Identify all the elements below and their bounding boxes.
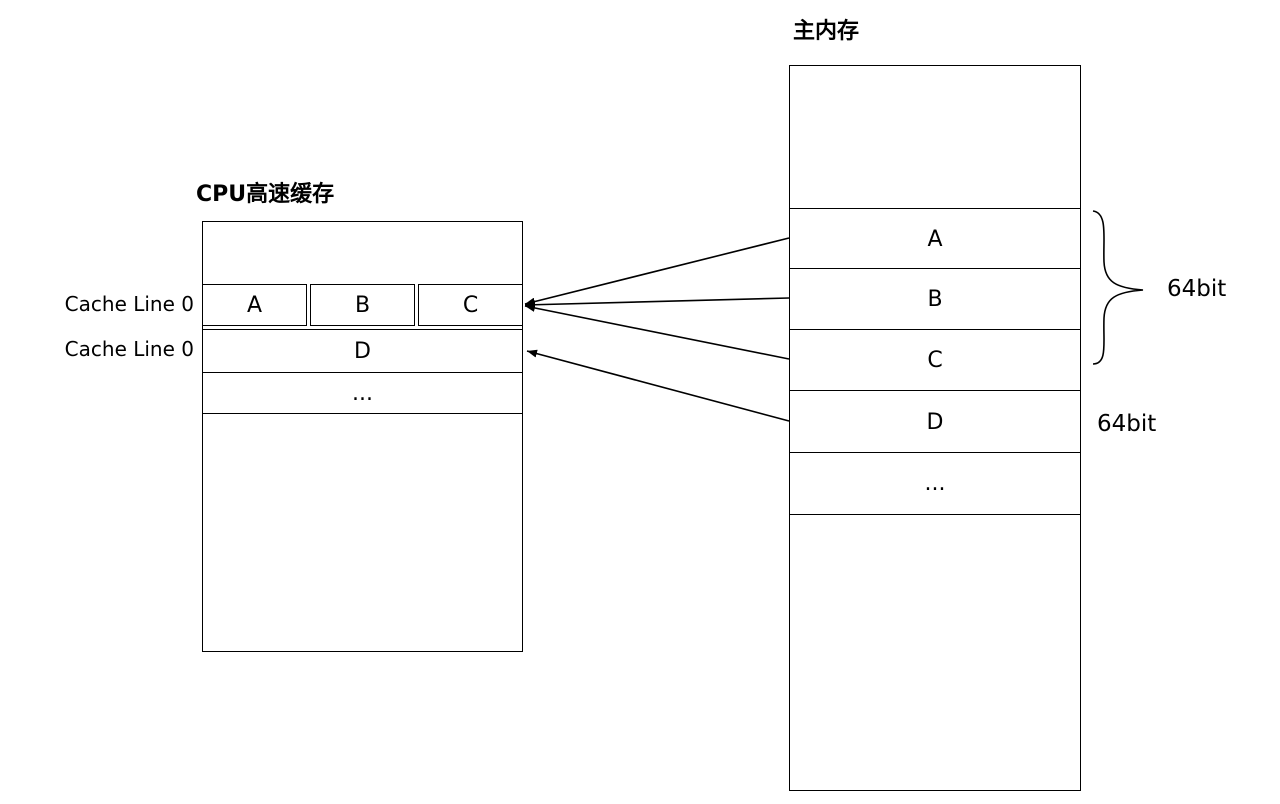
cache-cell-d-label: D bbox=[354, 339, 371, 364]
cache-cell-b-label: B bbox=[354, 292, 371, 318]
main-memory-title: 主内存 bbox=[793, 19, 860, 44]
memory-cell-c: C bbox=[789, 329, 1081, 392]
cache-cell-a-label: A bbox=[246, 292, 263, 318]
memory-cell-d-label: D bbox=[926, 409, 944, 435]
cache-cell-c: C bbox=[418, 284, 523, 326]
cache-cell-ellipsis: ... bbox=[202, 372, 523, 414]
memory-cell-ellipsis: ... bbox=[789, 452, 1081, 515]
curly-brace bbox=[1092, 210, 1144, 365]
cache-cell-ellipsis-label: ... bbox=[352, 380, 373, 406]
cpu-cache-title: CPU高速缓存 bbox=[196, 182, 335, 207]
cache-line-label-2: Cache Line 0 bbox=[64, 337, 194, 361]
arrow-d-to-cache bbox=[526, 349, 790, 422]
memory-cell-b: B bbox=[789, 268, 1081, 331]
cache-cell-c-label: C bbox=[462, 292, 479, 318]
arrow-a-to-cache bbox=[524, 237, 790, 306]
arrow-c-to-cache bbox=[524, 304, 790, 360]
memory-cell-a: A bbox=[789, 208, 1081, 271]
cache-line-label-1: Cache Line 0 bbox=[64, 292, 194, 316]
arrow-b-to-cache bbox=[524, 297, 790, 309]
cache-cell-a: A bbox=[202, 284, 307, 326]
memory-cell-d: D bbox=[789, 390, 1081, 454]
memory-cell-b-label: B bbox=[927, 287, 943, 312]
cache-cell-b: B bbox=[310, 284, 415, 326]
memory-cell-ellipsis-label: ... bbox=[924, 471, 946, 496]
memory-cell-c-label: C bbox=[927, 348, 943, 373]
memory-cell-a-label: A bbox=[927, 227, 943, 252]
d-size-label: 64bit bbox=[1097, 411, 1157, 437]
cache-cell-d: D bbox=[202, 329, 523, 374]
brace-size-label: 64bit bbox=[1167, 276, 1227, 302]
